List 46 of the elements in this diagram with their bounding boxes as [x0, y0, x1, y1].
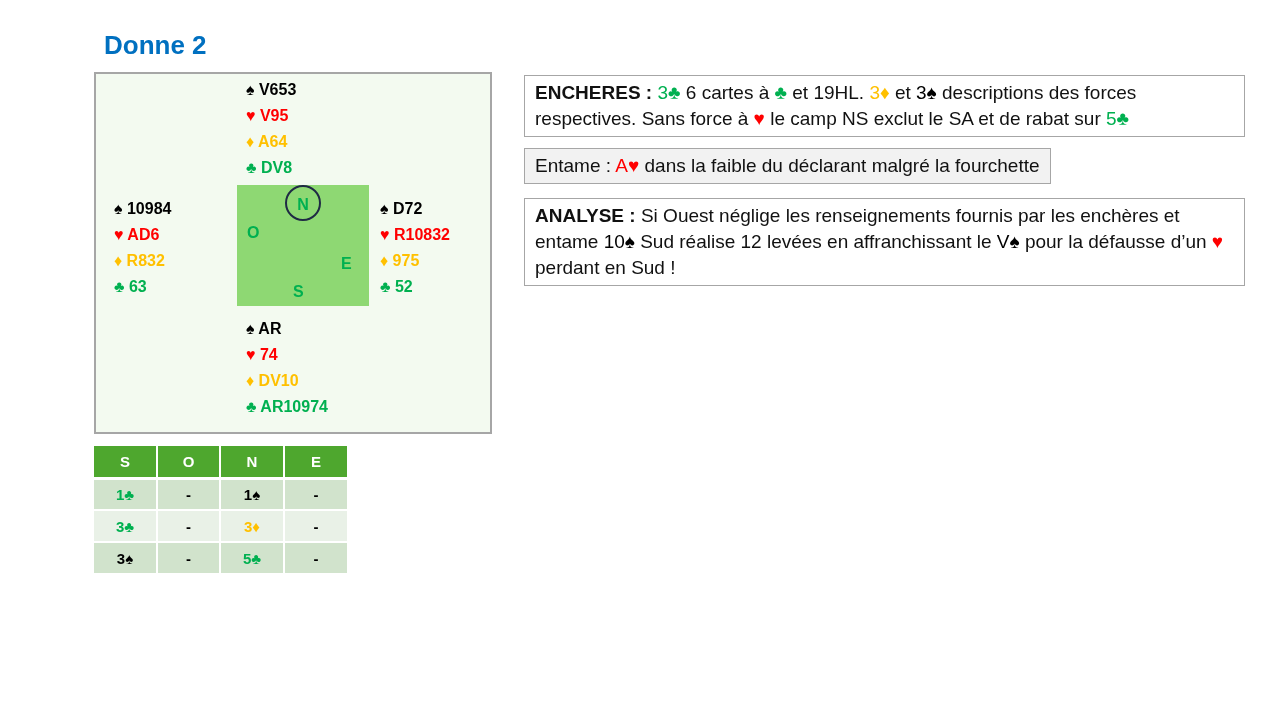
header-cell: N — [221, 446, 283, 477]
table-cell: 3♣ — [94, 511, 156, 541]
header-cell: S — [94, 446, 156, 477]
card-holding: ♠ AR — [246, 319, 282, 339]
table-cell: - — [158, 511, 219, 541]
card-holding: ♠ D72 — [380, 199, 423, 219]
compass-letter: O — [247, 223, 260, 243]
header-cell: E — [285, 446, 347, 477]
header-cell: O — [158, 446, 219, 477]
card-holding: ♥ R10832 — [380, 225, 450, 245]
table-cell: 5♣ — [221, 543, 283, 573]
note-text: ANALYSE : Si Ouest néglige les renseignements fournis par les enchères et entame 10♠ Sud réalise 12 levées en affranchissant le V♠ pour la défausse d’un ♥ perdant en Sud ! — [535, 205, 1224, 278]
card-holding: ♠ 10984 — [114, 199, 172, 219]
table-cell: 3♦ — [221, 511, 283, 541]
deal-panel — [94, 72, 492, 434]
table-cell: - — [158, 543, 219, 573]
card-holding: ♦ A64 — [246, 132, 288, 152]
card-holding: ♦ R832 — [114, 251, 165, 271]
circle-marker — [285, 185, 321, 221]
card-holding: ♠ V653 — [246, 80, 297, 100]
note-text: ENCHERES : 3♣ 6 cartes à ♣ et 19HL. 3♦ et 3♠ descriptions des forces respectives. Sans force à ♥ le camp NS exclut le SA et de rabat sur 5♣ — [535, 82, 1137, 129]
table-cell: 3♠ — [94, 543, 156, 573]
table-cell: - — [158, 480, 219, 509]
table-cell: 1♣ — [94, 480, 156, 509]
note-panel — [524, 148, 1051, 184]
compass-square — [237, 185, 369, 306]
table-cell: - — [285, 543, 347, 573]
note-panel — [524, 75, 1245, 137]
card-holding: ♦ 975 — [380, 251, 420, 271]
card-holding: ♦ DV10 — [246, 371, 299, 391]
table-cell: - — [285, 480, 347, 509]
card-holding: ♥ V95 — [246, 106, 289, 126]
card-holding: ♥ AD6 — [114, 225, 160, 245]
note-text: Entame : A♥ dans la faible du déclarant malgré la fourchette — [535, 155, 1040, 176]
table-cell: 1♠ — [221, 480, 283, 509]
card-holding: ♥ 74 — [246, 345, 278, 365]
card-holding: ♣ AR10974 — [246, 397, 328, 417]
compass-letter: S — [293, 282, 304, 302]
card-holding: ♣ DV8 — [246, 158, 293, 178]
compass-letter: E — [341, 254, 352, 274]
note-panel — [524, 198, 1245, 286]
title: Donne 2 — [104, 29, 207, 62]
card-holding: ♣ 63 — [114, 277, 147, 297]
card-holding: ♣ 52 — [380, 277, 413, 297]
table-cell: - — [285, 511, 347, 541]
compass-letter: N — [297, 195, 309, 215]
